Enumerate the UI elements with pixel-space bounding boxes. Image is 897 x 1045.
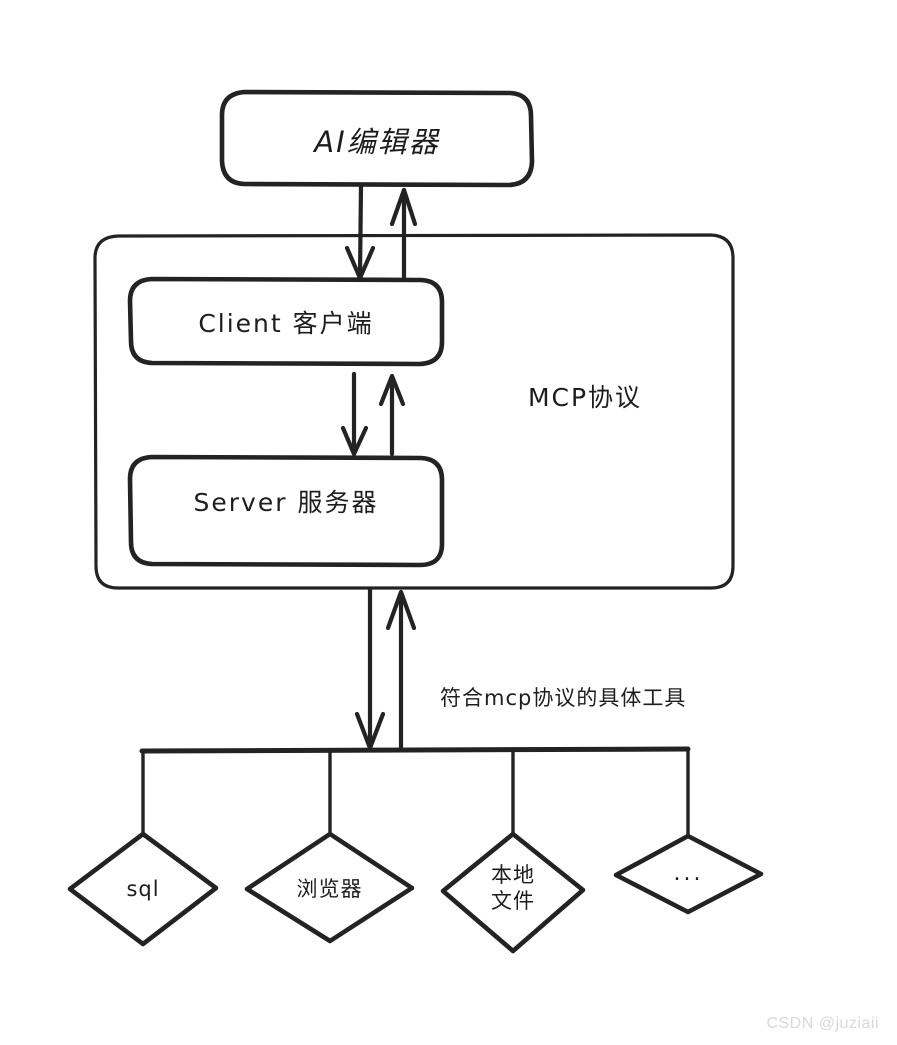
client-box[interactable]: [127, 276, 445, 367]
arrow-client-to-ai-head: [389, 187, 418, 227]
arrow-tools-to-mcp-head: [385, 589, 417, 631]
tool-diamond-more[interactable]: [613, 833, 764, 915]
arrow-server-to-client-head: [378, 373, 406, 407]
arrow-ai-to-client-head: [344, 245, 376, 281]
csdn-watermark: CSDN @juziaii: [766, 1015, 879, 1032]
arrow-ai-to-client: [357, 183, 364, 279]
tools-bus-bar: [139, 746, 691, 754]
tool-diamond-browser[interactable]: [244, 831, 415, 944]
ai-editor-box[interactable]: [219, 89, 535, 188]
arrow-client-to-server-head: [340, 425, 369, 457]
tool-diamond-local-file[interactable]: [440, 831, 586, 954]
server-box[interactable]: [127, 454, 445, 568]
tool-diamond-sql[interactable]: [67, 831, 219, 947]
